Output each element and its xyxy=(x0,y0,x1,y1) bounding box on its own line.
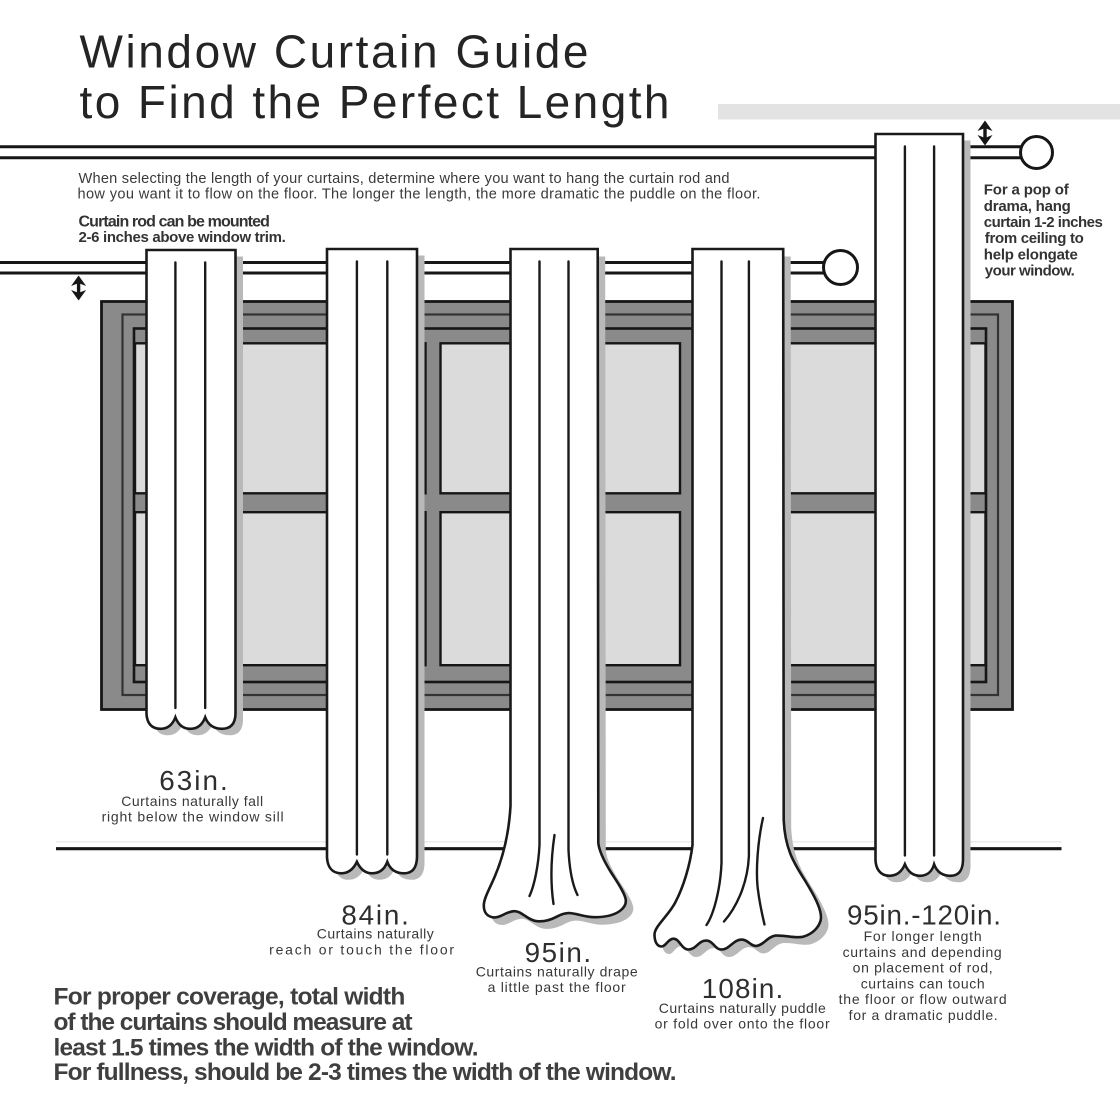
svg-text:63in.: 63in. xyxy=(159,765,230,796)
svg-text:84in.: 84in. xyxy=(341,900,410,931)
svg-text:108in.: 108in. xyxy=(702,973,785,1004)
svg-text:from ceiling to: from ceiling to xyxy=(985,230,1084,247)
svg-text:For longer length: For longer length xyxy=(864,928,983,944)
svg-text:95in.-120in.: 95in.-120in. xyxy=(847,899,1002,930)
svg-text:on placement of rod,: on placement of rod, xyxy=(853,960,994,976)
svg-text:curtain 1-2 inches: curtain 1-2 inches xyxy=(984,214,1103,231)
svg-text:right below the window sill: right below the window sill xyxy=(102,808,285,824)
svg-text:curtains and depending: curtains and depending xyxy=(843,944,1003,960)
svg-text:For a pop of: For a pop of xyxy=(984,182,1070,199)
svg-text:Curtains naturally puddle: Curtains naturally puddle xyxy=(659,1000,827,1016)
svg-text:for a dramatic puddle.: for a dramatic puddle. xyxy=(849,1007,999,1023)
svg-text:For proper coverage, total wid: For proper coverage, total width xyxy=(54,983,405,1010)
svg-text:curtains can touch: curtains can touch xyxy=(861,975,986,991)
svg-text:of the curtains should measure: of the curtains should measure at xyxy=(54,1009,413,1036)
svg-text:or fold over onto the floor: or fold over onto the floor xyxy=(655,1016,831,1032)
svg-text:For fullness, should be 2-3 ti: For fullness, should be 2-3 times the wi… xyxy=(54,1059,676,1086)
svg-text:help elongate: help elongate xyxy=(984,246,1078,263)
svg-text:to Find the Perfect Length: to Find the Perfect Length xyxy=(80,76,672,128)
svg-text:least 1.5 times the width of t: least 1.5 times the width of the window. xyxy=(54,1034,478,1061)
svg-text:Curtains naturally drape: Curtains naturally drape xyxy=(476,963,639,979)
svg-text:2-6 inches above window trim.: 2-6 inches above window trim. xyxy=(79,229,286,246)
svg-text:your window.: your window. xyxy=(985,263,1075,280)
svg-text:how you want it to flow on the: how you want it to flow on the floor. Th… xyxy=(78,186,761,202)
svg-text:the floor or flow outward: the floor or flow outward xyxy=(839,991,1008,1007)
svg-text:Curtains naturally: Curtains naturally xyxy=(317,926,435,942)
svg-text:drama, hang: drama, hang xyxy=(984,198,1071,215)
svg-text:Curtain rod can be mounted: Curtain rod can be mounted xyxy=(79,214,270,231)
svg-text:95in.: 95in. xyxy=(525,937,593,968)
svg-text:Curtains naturally fall: Curtains naturally fall xyxy=(121,793,263,809)
svg-text:Window Curtain Guide: Window Curtain Guide xyxy=(80,26,592,78)
svg-text:When selecting the length of y: When selecting the length of your curtai… xyxy=(79,171,730,187)
svg-text:reach or touch the floor: reach or touch the floor xyxy=(269,941,456,957)
svg-text:a little past the floor: a little past the floor xyxy=(488,979,627,995)
